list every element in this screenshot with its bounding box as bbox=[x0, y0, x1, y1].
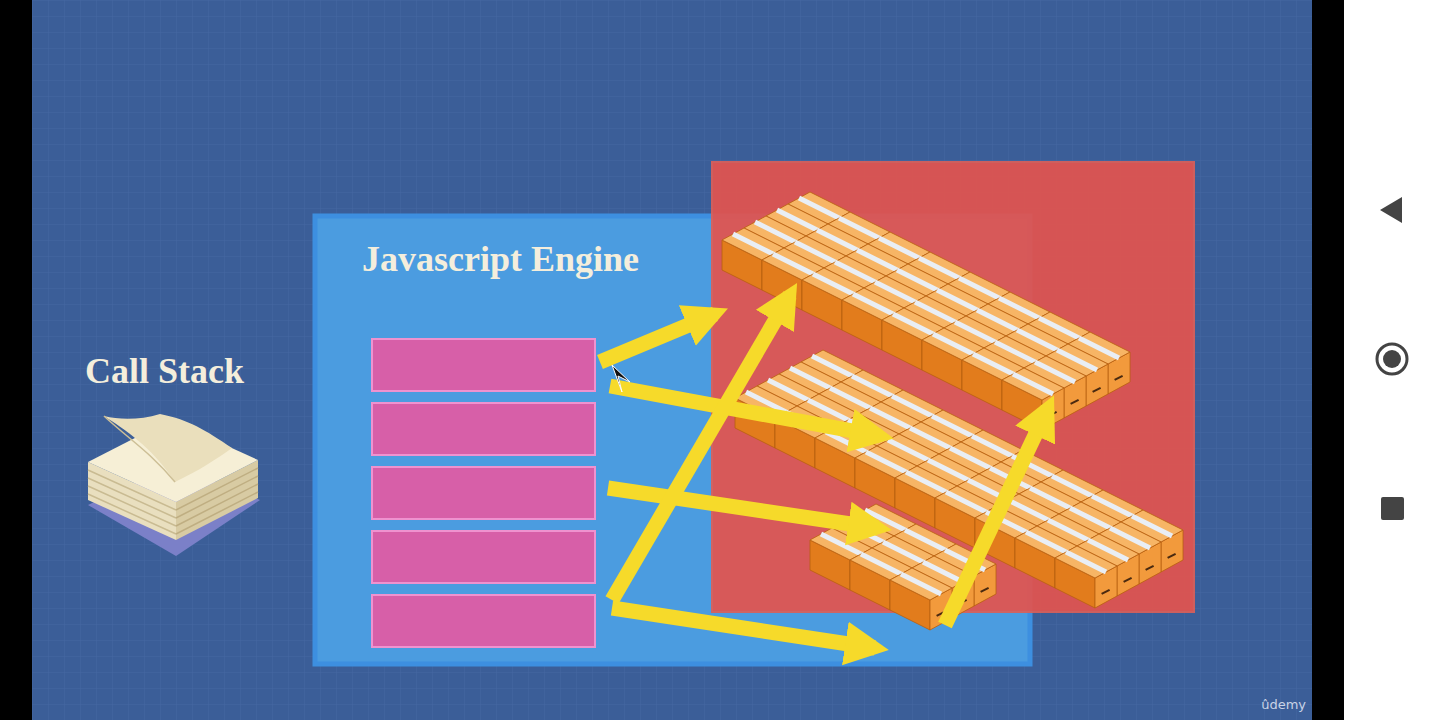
box-face bbox=[890, 568, 952, 600]
stack-frames bbox=[372, 339, 595, 647]
box-face bbox=[1002, 368, 1064, 400]
back-button bbox=[1380, 197, 1402, 223]
box-mark bbox=[981, 588, 989, 592]
box-tape bbox=[1013, 374, 1053, 394]
recents-button bbox=[1381, 497, 1404, 520]
box-tape bbox=[861, 554, 901, 574]
box-mark bbox=[1124, 578, 1132, 582]
home-button bbox=[1377, 344, 1407, 374]
box-mark bbox=[1115, 376, 1123, 380]
box-title: Javascript Engine bbox=[362, 240, 639, 280]
box-mark bbox=[1102, 590, 1110, 594]
box-tape bbox=[773, 254, 813, 274]
paper-stack bbox=[88, 414, 260, 556]
box-tape bbox=[973, 354, 1013, 374]
box-tape bbox=[813, 274, 853, 294]
home-button bbox=[1383, 350, 1401, 368]
box-mark bbox=[1093, 388, 1101, 392]
box-mark bbox=[1146, 566, 1154, 570]
stack-label: Call Stack bbox=[85, 352, 244, 392]
box-tape bbox=[1066, 552, 1106, 572]
mouse-cursor bbox=[612, 365, 630, 392]
memory-heap bbox=[712, 162, 1194, 612]
box-tape bbox=[866, 452, 906, 472]
box-tape bbox=[821, 534, 861, 554]
box-tape bbox=[1026, 532, 1066, 552]
watermark: ûdemy bbox=[1261, 697, 1306, 712]
box-tape bbox=[906, 472, 946, 492]
box-tape bbox=[893, 314, 933, 334]
grid bbox=[32, 0, 1312, 720]
box-tape bbox=[946, 492, 986, 512]
engine-box: Javascript Engine bbox=[315, 216, 1030, 664]
box-tape bbox=[733, 234, 773, 254]
memory-boxes bbox=[722, 192, 1183, 630]
video-ground bbox=[32, 0, 1312, 720]
box-face bbox=[1055, 546, 1117, 578]
pointer-arrows bbox=[600, 295, 1048, 648]
nav-bar bbox=[1344, 0, 1440, 720]
box-tape bbox=[901, 574, 941, 594]
engine-box bbox=[315, 216, 1030, 664]
box-tape bbox=[853, 294, 893, 314]
box-tape bbox=[933, 334, 973, 354]
box-mark bbox=[1071, 400, 1079, 404]
box-mark bbox=[1168, 554, 1176, 558]
